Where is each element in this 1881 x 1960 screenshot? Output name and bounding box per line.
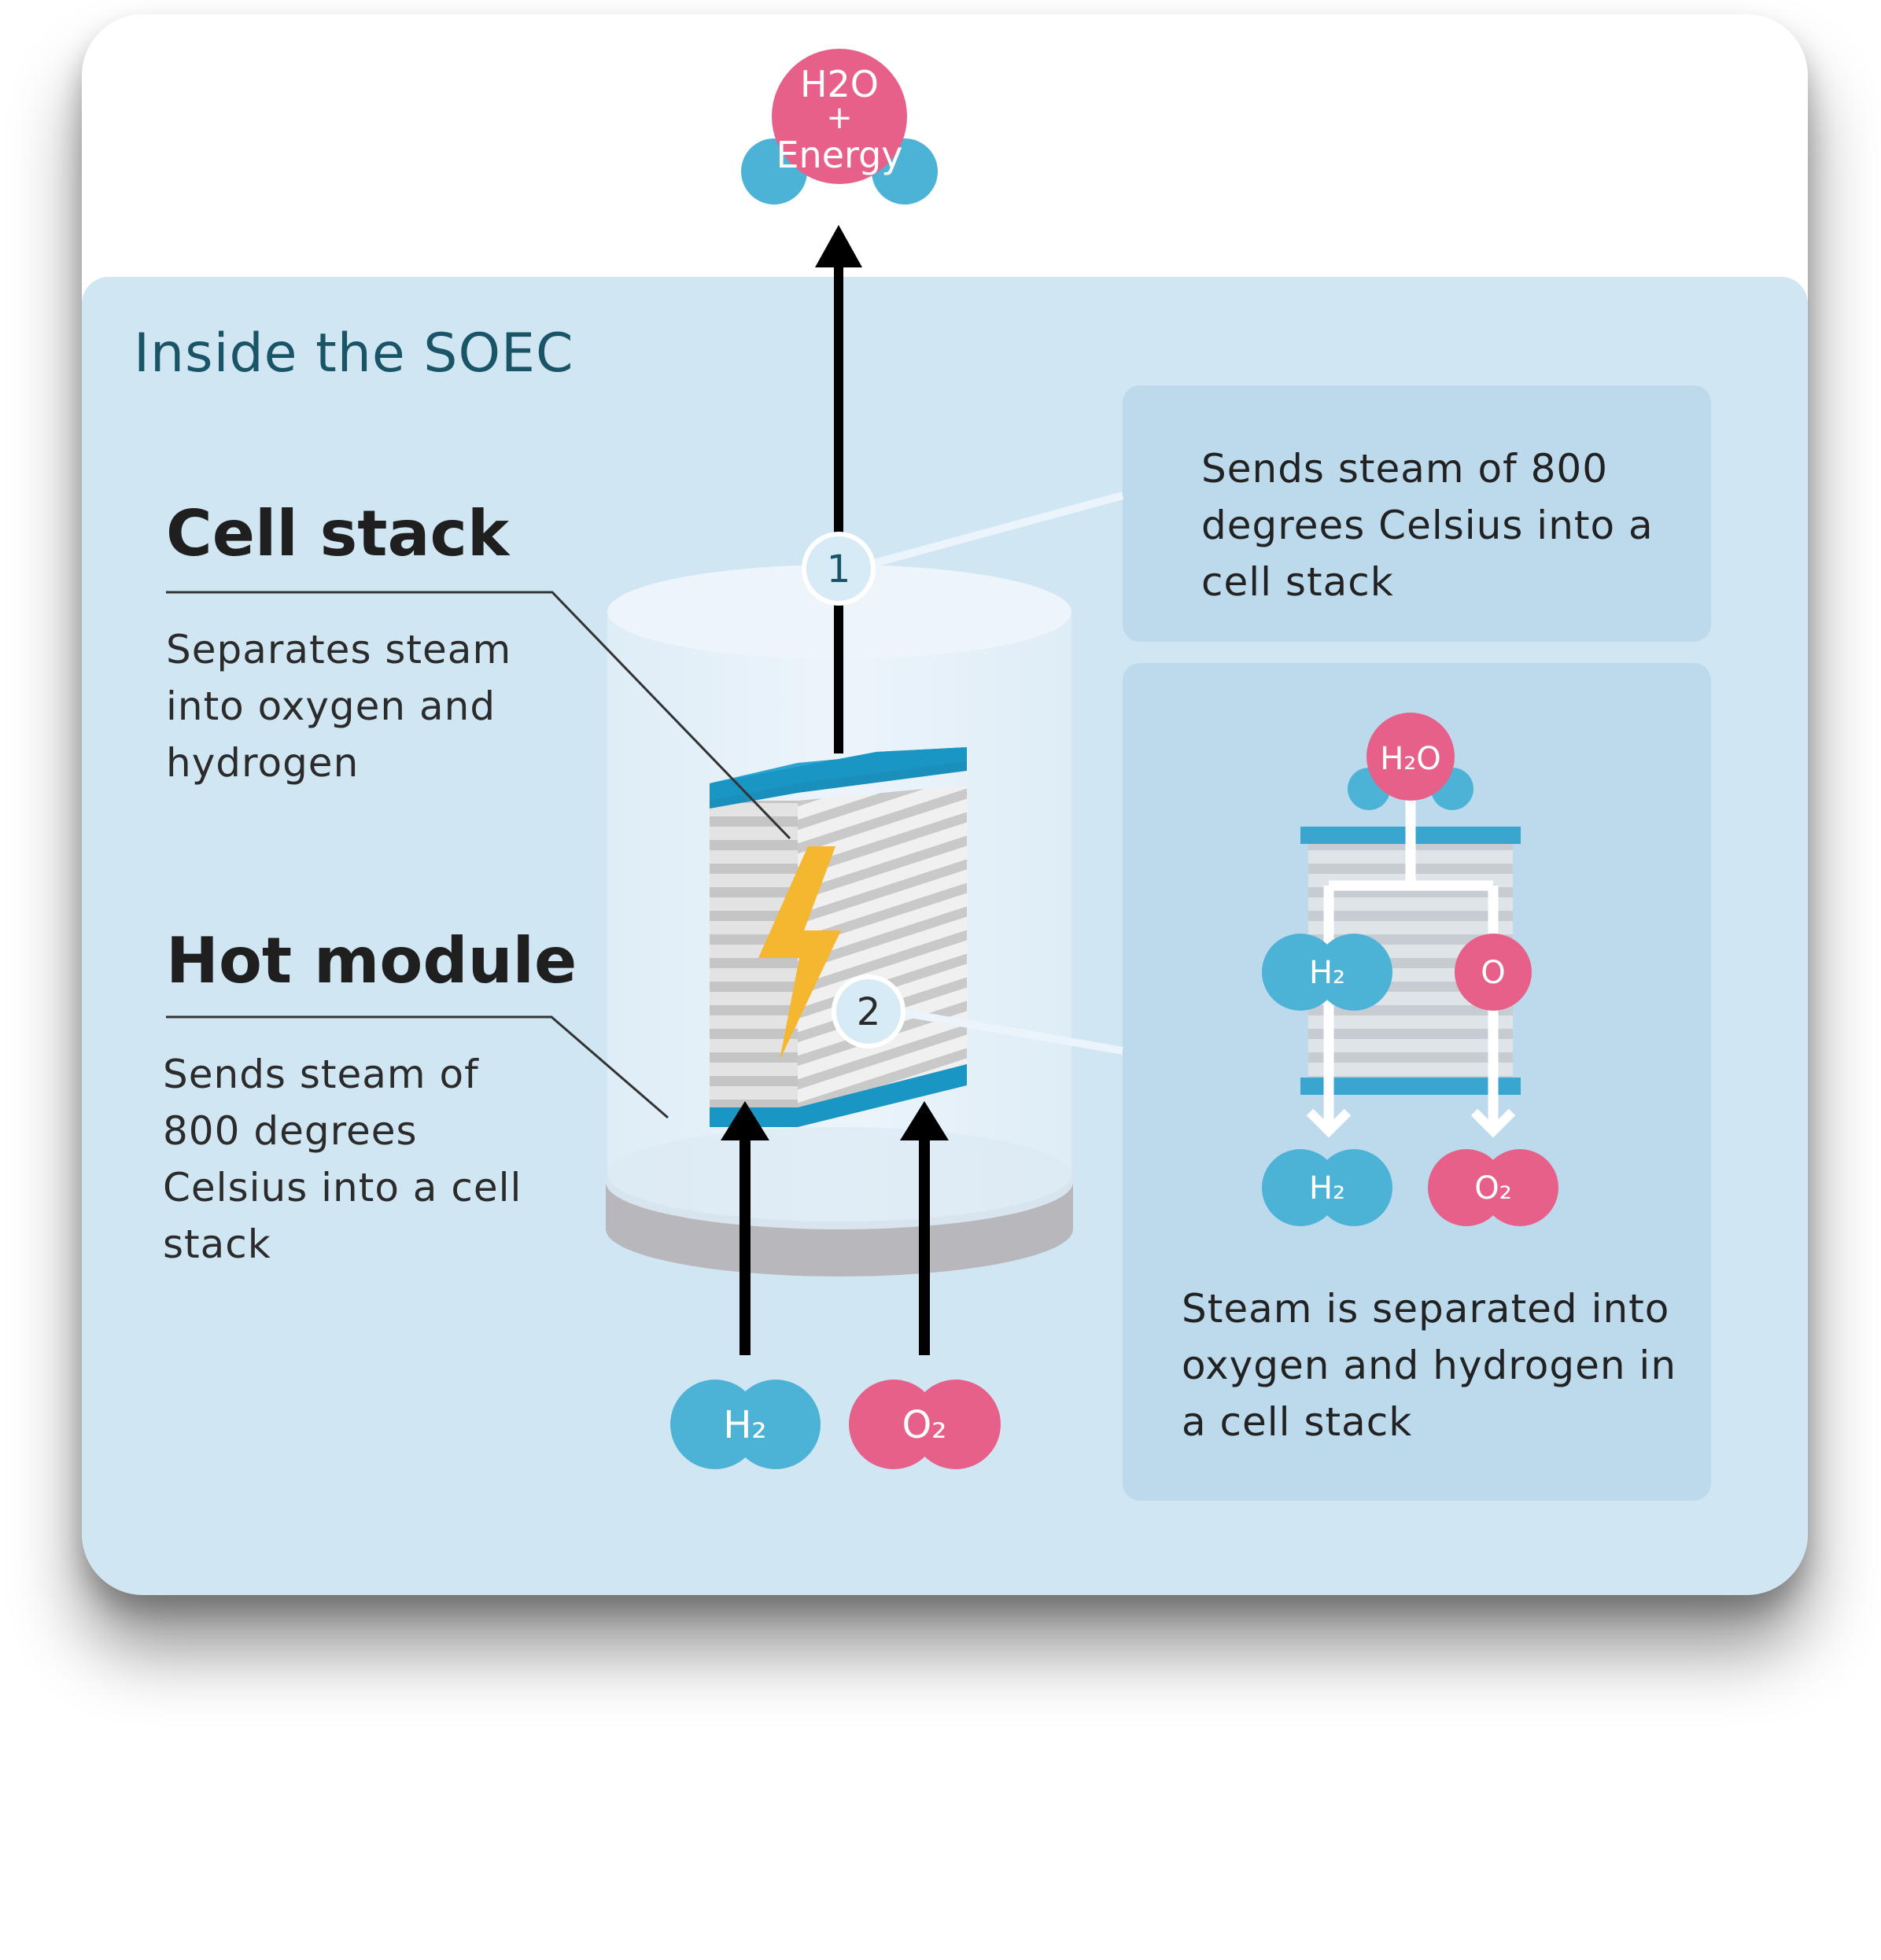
svg-text:H₂O: H₂O [1380, 741, 1441, 777]
svg-text:1: 1 [827, 547, 851, 591]
h2-molecule-mid: H₂ [1262, 934, 1392, 1011]
svg-text:H₂: H₂ [1309, 1170, 1345, 1207]
svg-text:Energy: Energy [776, 134, 902, 176]
lightning-bolt-icon [758, 846, 841, 1060]
soec-diagram: 1 2 H2O + Energy H₂ O₂ [166, 49, 1711, 1501]
step-marker-1: 1 [802, 532, 876, 606]
o2-molecule-out: O₂ [1428, 1149, 1558, 1226]
diagram-card: 1 2 H2O + Energy H₂ O₂ [82, 14, 1808, 1595]
input-molecule-o2: O₂ [849, 1380, 1001, 1469]
cell-stack-title: Cell stack [166, 497, 510, 570]
cell-stack-leader-line [166, 591, 791, 840]
svg-text:H₂: H₂ [1309, 955, 1345, 991]
svg-text:H2O: H2O [800, 63, 879, 105]
o-atom-mid: O [1455, 934, 1532, 1011]
svg-text:2: 2 [857, 990, 881, 1034]
svg-text:O: O [1481, 955, 1505, 991]
svg-text:H₂: H₂ [723, 1403, 766, 1447]
hot-module-description: Sends steam of 800 degrees Celsius into … [163, 1052, 522, 1267]
marker-2-connector [895, 1008, 1123, 1055]
step-marker-2: 2 [832, 974, 905, 1048]
info-box-2-text: Steam is separated into oxygen and hydro… [1182, 1286, 1677, 1445]
svg-text:+: + [826, 100, 853, 136]
hot-module-leader-line [166, 1015, 669, 1119]
info-box-1-text: Sends steam of 800 degrees Celsius into … [1201, 446, 1654, 605]
output-arrow-head [815, 225, 862, 267]
input-molecule-h2: H₂ [670, 1380, 821, 1469]
marker-1-connector [867, 492, 1124, 569]
top-molecule: H2O + Energy [741, 49, 938, 204]
cell-stack [710, 747, 967, 1127]
separation-diagram: H₂O H₂ O H₂ O₂ [1262, 713, 1558, 1226]
cell-stack-description: Separates steam into oxygen and hydrogen [166, 627, 512, 786]
input-arrow-o2 [900, 1101, 949, 1355]
input-arrow-h2 [721, 1101, 769, 1355]
svg-text:O₂: O₂ [902, 1403, 946, 1447]
steam-molecule: H₂O [1348, 713, 1473, 810]
h2-molecule-out: H₂ [1262, 1149, 1392, 1226]
svg-text:O₂: O₂ [1474, 1170, 1512, 1207]
section-title: Inside the SOEC [134, 322, 574, 385]
info-box-1 [1123, 385, 1711, 642]
hot-module-title: Hot module [166, 924, 577, 997]
